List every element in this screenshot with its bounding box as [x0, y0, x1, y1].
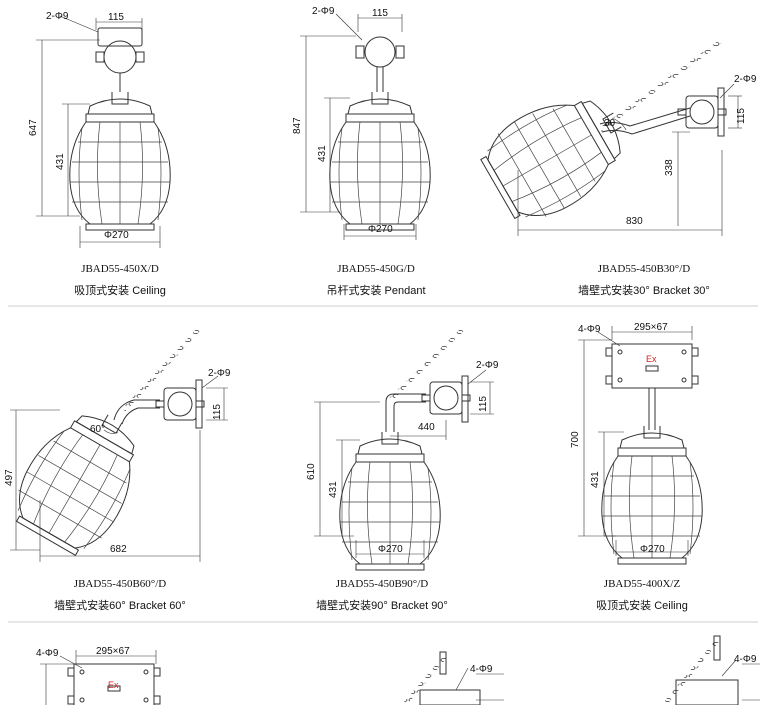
dim-bracket: 115 — [736, 108, 747, 124]
figure-row3-right — [662, 635, 760, 705]
dim-length: 682 — [110, 544, 127, 555]
figure-ceiling-400x — [578, 326, 703, 565]
dim-height-body: 431 — [317, 145, 328, 162]
dim-height-total: 647 — [28, 119, 39, 136]
hole-label: 4-Φ9 — [578, 324, 601, 335]
mount-label: 墙壁式安装60° Bracket 60° — [54, 600, 186, 612]
hole-label: 4-Φ9 — [734, 654, 757, 665]
dim-height-body: 431 — [590, 471, 601, 488]
dim-angle: 30 — [604, 118, 616, 129]
dim-height-total: 847 — [292, 117, 303, 134]
dim-bracket: 115 — [212, 404, 223, 420]
dim-height: 338 — [664, 159, 675, 176]
dim-length: 830 — [626, 216, 643, 227]
figure-ceiling-450x — [36, 15, 171, 248]
hole-label: 2-Φ9 — [734, 74, 757, 85]
dim-bracket: 115 — [478, 396, 489, 412]
mount-label: 墙壁式安装90° Bracket 90° — [316, 600, 448, 612]
dim-diameter: Φ270 — [104, 230, 129, 241]
hole-label: 2-Φ9 — [208, 368, 231, 379]
mount-label: 吸顶式安装 Ceiling — [74, 285, 166, 297]
dim-height: 497 — [4, 469, 15, 486]
mount-label: 墙壁式安装30° Bracket 30° — [578, 285, 710, 297]
dim-height-total: 610 — [306, 463, 317, 480]
dim-height-body: 431 — [328, 481, 339, 498]
hole-label: 4-Φ9 — [470, 664, 493, 675]
dim-height-total: 700 — [570, 431, 581, 448]
dim-diameter: Φ270 — [640, 544, 665, 555]
mount-label: 吊杆式安装 Pendant — [326, 285, 426, 297]
dim-diameter: Φ270 — [378, 544, 403, 555]
hole-label: 2-Φ9 — [476, 360, 499, 371]
hole-label: 2-Φ9 — [46, 11, 69, 22]
mount-label: 吸顶式安装 Ceiling — [596, 600, 688, 612]
dim-height-body: 431 — [55, 153, 66, 170]
dim-angle: 60° — [90, 424, 105, 435]
model-label: JBAD55-450X/D — [81, 263, 159, 275]
dim-width-top: 115 — [372, 8, 388, 19]
dim-diameter: Φ270 — [368, 224, 393, 235]
dim-arm: 440 — [418, 422, 435, 433]
dim-box: 295×67 — [96, 646, 130, 657]
dim-width-top: 115 — [108, 12, 124, 23]
figure-row3-left — [40, 650, 161, 705]
hole-label: 4-Φ9 — [36, 648, 59, 659]
figure-bracket-60 — [2, 326, 228, 564]
figure-bracket-90 — [314, 326, 494, 571]
figure-row3-middle — [402, 651, 504, 705]
figure-bracket-30 — [472, 40, 742, 236]
dim-box: 295×67 — [634, 322, 668, 333]
hole-label: 2-Φ9 — [312, 6, 335, 17]
ex-mark: Ex — [108, 680, 119, 690]
model-label: JBAD55-450B60°/D — [73, 578, 167, 590]
model-label: JBAD55-450B30°/D — [597, 263, 691, 275]
model-label: JBAD55-450B90°/D — [335, 578, 429, 590]
model-label: JBAD55-400X/Z — [603, 578, 681, 590]
ex-mark: Ex — [646, 354, 657, 364]
model-label: JBAD55-450G/D — [337, 263, 415, 275]
figure-pendant-450g — [300, 13, 431, 240]
